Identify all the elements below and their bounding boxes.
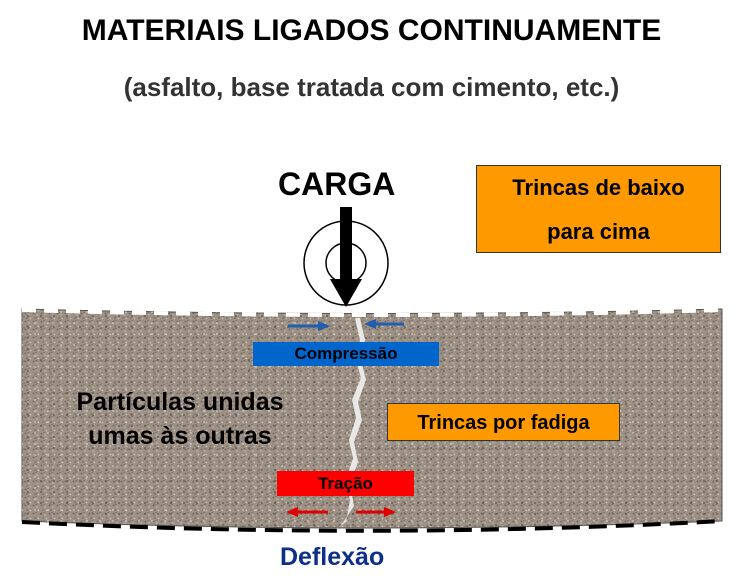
bottom-up-cracks-box: Trincas de baixo para cima xyxy=(476,165,721,253)
load-label: CARGA xyxy=(278,166,396,202)
particles-label: Partículas unidas umas às outras xyxy=(50,385,310,453)
load-arrow-icon xyxy=(303,207,389,307)
compression-label: Compressão xyxy=(253,342,439,366)
page-title: MATERIAIS LIGADOS CONTINUAMENTE xyxy=(81,14,662,47)
crack-icon xyxy=(338,318,366,528)
deflection-label: Deflexão xyxy=(280,543,385,571)
page-subtitle: (asfalto, base tratada com cimento, etc.… xyxy=(123,72,620,102)
bottom-up-line1: Trincas de baixo xyxy=(512,175,685,200)
tension-arrow-icon xyxy=(286,507,396,517)
particles-line2: umas às outras xyxy=(88,422,272,450)
bottom-up-line2: para cima xyxy=(547,219,650,244)
deflection-dashed-line xyxy=(21,519,723,533)
particles-line1: Partículas unidas xyxy=(76,388,284,416)
tension-label: Tração xyxy=(277,471,414,496)
fatigue-cracks-box: Trincas por fadiga xyxy=(387,403,620,441)
asphalt-layer xyxy=(21,308,723,529)
compression-arrow-icon xyxy=(288,319,404,331)
surface-dashed-line xyxy=(21,308,723,317)
